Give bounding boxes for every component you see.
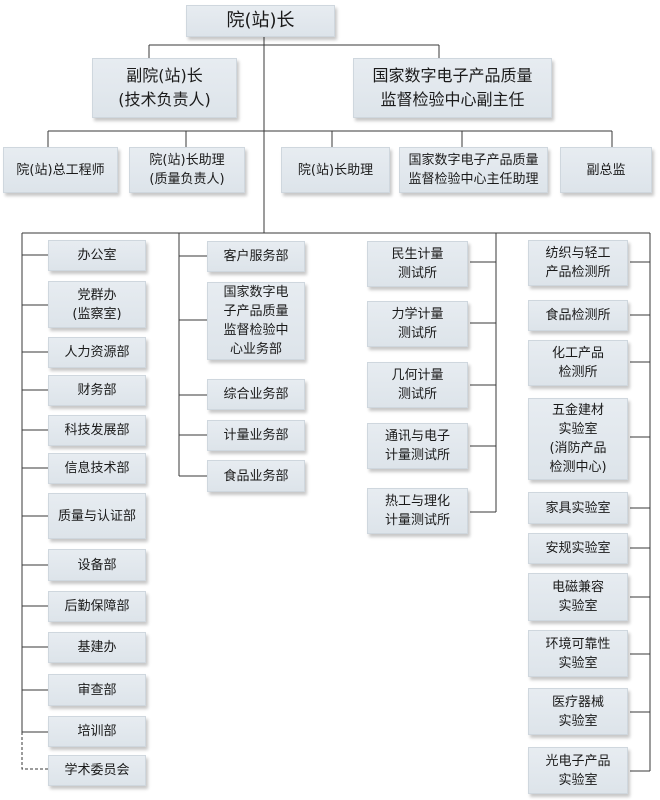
org-node-information-tech: 信息技术部 — [48, 453, 146, 484]
org-node-metrology-business: 计量业务部 — [207, 420, 305, 451]
org-node-party-office: 党群办 (监察室) — [48, 281, 146, 328]
org-node-finance: 财务部 — [48, 375, 146, 406]
org-node-optoelectronics-lab: 光电子产品 实验室 — [528, 747, 628, 794]
org-node-office: 办公室 — [48, 240, 146, 271]
org-node-tech-development: 科技发展部 — [48, 415, 146, 446]
org-node-equipment: 设备部 — [48, 549, 146, 581]
org-node-deputy-director: 副院(站)长 (技术负责人) — [92, 58, 237, 118]
org-node-logistics: 后勤保障部 — [48, 591, 146, 622]
org-node-food-testing: 食品检测所 — [528, 300, 628, 331]
org-node-furniture-lab: 家具实验室 — [528, 492, 628, 524]
org-node-assistant-quality: 院(站)长助理 (质量负责人) — [129, 147, 245, 193]
org-node-medical-device-lab: 医疗器械 实验室 — [528, 688, 628, 735]
org-node-center-business: 国家数字电 子产品质量 监督检验中 心业务部 — [207, 282, 305, 360]
org-node-audit: 审查部 — [48, 674, 146, 706]
org-node-chemical-products: 化工产品 检测所 — [528, 340, 628, 386]
org-node-chief-engineer: 院(站)总工程师 — [3, 147, 118, 193]
org-node-safety-regulation-lab: 安规实验室 — [528, 533, 628, 564]
org-node-training: 培训部 — [48, 716, 146, 747]
org-node-telecom-electronics-metrology: 通讯与电子 计量测试所 — [367, 423, 468, 469]
org-node-infrastructure: 基建办 — [48, 632, 146, 663]
org-node-emc-lab: 电磁兼容 实验室 — [528, 573, 628, 621]
org-node-general-business: 综合业务部 — [207, 379, 305, 410]
org-node-textile-light-industry: 纺织与轻工 产品检测所 — [528, 240, 628, 286]
org-node-director-assistant: 院(站)长助理 — [281, 147, 390, 193]
org-node-quality-certification: 质量与认证部 — [48, 493, 146, 539]
org-node-center-head-assistant: 国家数字电子产品质量 监督检验中心主任助理 — [399, 147, 548, 193]
org-node-mechanics-metrology: 力学计量 测试所 — [367, 301, 468, 347]
org-node-customer-service: 客户服务部 — [207, 241, 305, 272]
org-node-center-deputy-head: 国家数字电子产品质量 监督检验中心副主任 — [353, 58, 552, 118]
org-node-deputy-chief-supervisor: 副总监 — [560, 147, 652, 193]
org-node-academic-committee: 学术委员会 — [48, 755, 146, 786]
org-node-food-business: 食品业务部 — [207, 460, 305, 492]
org-node-livelihood-metrology: 民生计量 测试所 — [367, 241, 468, 287]
org-node-director: 院(站)长 — [186, 5, 335, 37]
org-node-environmental-reliability-lab: 环境可靠性 实验室 — [528, 630, 628, 677]
org-node-hardware-building-materials: 五金建材 实验室 (消防产品 检测中心) — [528, 398, 628, 480]
org-node-human-resources: 人力资源部 — [48, 337, 146, 368]
org-node-geometry-metrology: 几何计量 测试所 — [367, 362, 468, 408]
org-node-thermal-physchem-metrology: 热工与理化 计量测试所 — [367, 488, 468, 534]
